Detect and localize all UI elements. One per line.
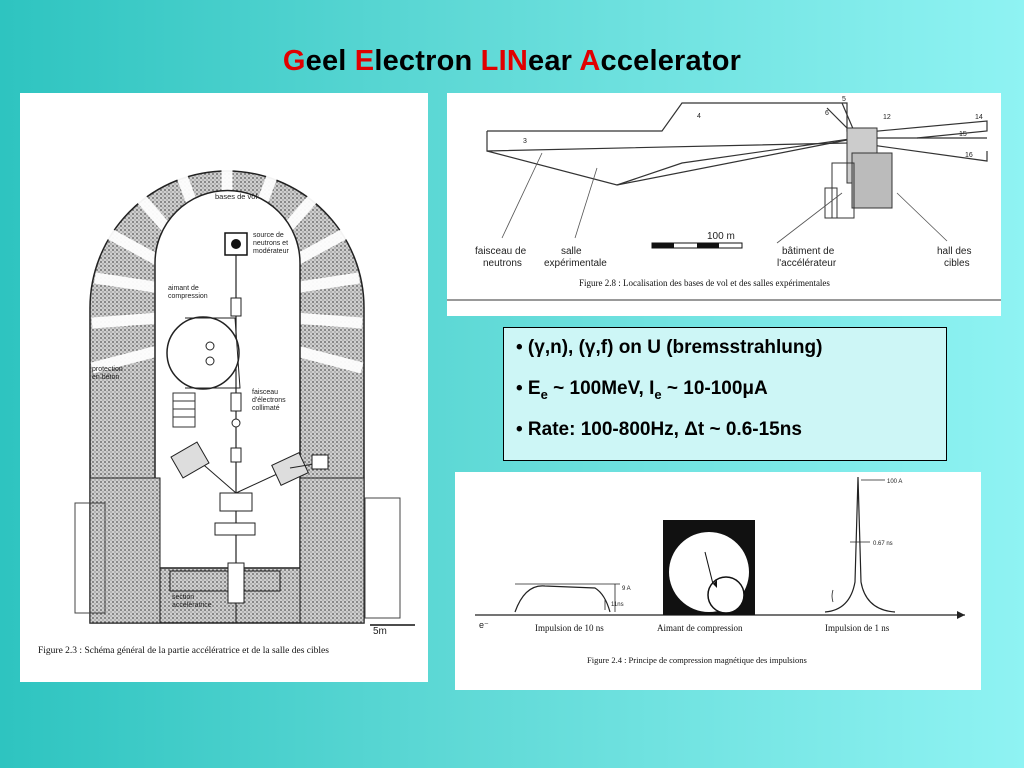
figure-accelerator-schematic: bases de vol source de neutrons et modér… — [20, 93, 428, 682]
label-source-2: neutrons et — [253, 240, 288, 247]
label-11ns: 11ns — [611, 602, 624, 608]
label-batiment-1: bâtiment de — [782, 246, 835, 257]
label-faisceau-neutrons-1: faisceau de — [475, 246, 527, 257]
bullet-rate: • Rate: 100-800Hz, Δt ~ 0.6-15ns — [516, 419, 802, 440]
flight-path-3: 3 — [523, 138, 527, 145]
label-section-1: section — [172, 594, 194, 601]
label-section-2: accélératrice — [172, 602, 212, 609]
bullet-reactions: • (γ,n), (γ,f) on U (bremsstrahlung) — [516, 337, 823, 358]
label-hall-1: hall des — [937, 246, 971, 257]
caption-figure-2-3: Figure 2.3 : Schéma général de la partie… — [38, 646, 329, 656]
label-electron: e⁻ — [479, 620, 489, 630]
label-source-1: source de — [253, 232, 284, 239]
label-protection-2: en béton — [92, 374, 119, 381]
label-protection-1: protection — [92, 366, 123, 373]
scale-5m: 5m — [373, 626, 387, 637]
label-salle-1: salle — [561, 246, 582, 257]
caption-figure-2-8: Figure 2.8 : Localisation des bases de v… — [579, 278, 830, 288]
label-faisceau-3: collimaté — [252, 405, 280, 412]
label-aimant-1: aimant de — [168, 285, 199, 292]
label-salle-2: expérimentale — [544, 258, 607, 269]
figure-pulse-compression: e⁻ 9 A 11ns 100 A 0.67 ns Impulsion de 1… — [455, 472, 981, 690]
flight-path-12: 12 — [883, 114, 891, 121]
caption-figure-2-4: Figure 2.4 : Principe de compression mag… — [587, 655, 807, 665]
flight-path-6: 6 — [825, 110, 829, 117]
label-batiment-2: l'accélérateur — [777, 258, 837, 269]
flight-path-4: 4 — [697, 113, 701, 120]
label-bases-de-vol: bases de vol — [215, 192, 257, 201]
label-9a: 9 A — [622, 586, 631, 592]
label-source-3: modérateur — [253, 248, 289, 255]
bullet-energy-current: • Ee ~ 100MeV, Ie ~ 10-100μA — [516, 378, 768, 402]
label-aimant-2: compression — [168, 293, 208, 300]
label-hall-2: cibles — [944, 258, 970, 269]
flight-path-16: 16 — [965, 152, 973, 159]
flight-path-15: 15 — [959, 131, 967, 138]
scale-100m: 100 m — [707, 231, 735, 242]
label-impulsion-1ns: Impulsion de 1 ns — [825, 623, 890, 633]
label-100a: 100 A — [887, 479, 902, 485]
label-faisceau-1: faisceau — [252, 389, 278, 396]
figure-flight-path-map: 3 4 5 6 12 14 15 16 100 m faisceau de ne… — [447, 93, 1001, 316]
label-impulsion-10ns: Impulsion de 10 ns — [535, 623, 604, 633]
label-067ns: 0.67 ns — [873, 541, 893, 547]
flight-path-5: 5 — [842, 96, 846, 103]
label-faisceau-2: d'électrons — [252, 397, 286, 404]
page-title: Geel Electron LINear Accelerator — [282, 45, 742, 77]
flight-path-14: 14 — [975, 114, 983, 121]
specs-box: • (γ,n), (γ,f) on U (bremsstrahlung) • E… — [503, 327, 947, 461]
label-aimant-compression: Aimant de compression — [657, 623, 743, 633]
label-faisceau-neutrons-2: neutrons — [483, 258, 522, 269]
